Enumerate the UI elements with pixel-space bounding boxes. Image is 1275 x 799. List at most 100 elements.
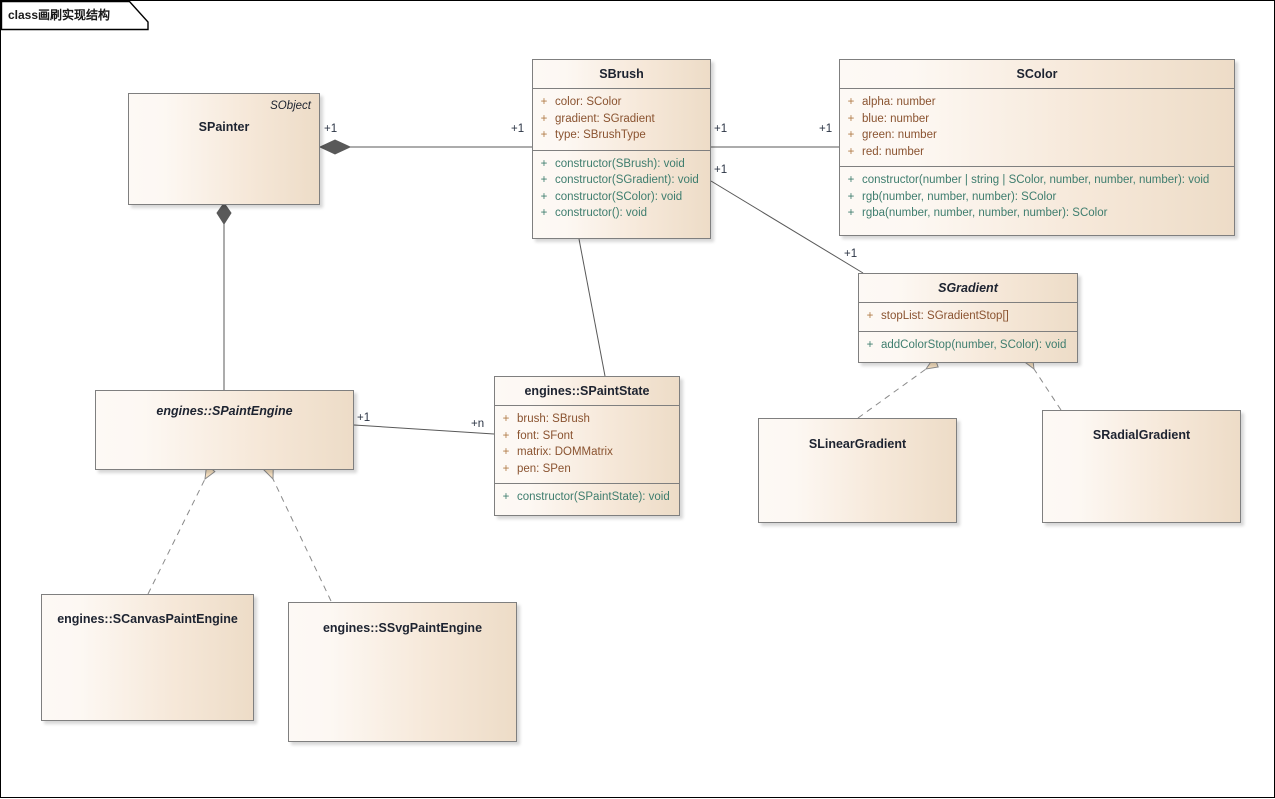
visibility-marker: + (847, 145, 855, 158)
link-canvas-engine (147, 479, 205, 595)
class-header-spaintstate: engines::SPaintState (495, 377, 679, 406)
attribute-row: + blue: number (840, 111, 1234, 128)
class-header-scolor: SColor (840, 60, 1234, 89)
class-box-spainter[interactable]: SPainter SObject (128, 93, 320, 205)
attribute-row: + gradient: SGradient (533, 111, 710, 128)
visibility-marker: + (540, 174, 548, 186)
attribute-text: type: SBrushType (555, 129, 646, 141)
visibility-marker: + (847, 129, 855, 141)
class-box-spaintstate[interactable]: engines::SPaintState + brush: SBrush + f… (494, 376, 680, 516)
visibility-marker: + (866, 310, 874, 322)
class-box-spaintengine[interactable]: engines::SPaintEngine (95, 390, 354, 470)
operations-spaintstate: + constructor(SPaintState): void (495, 483, 679, 512)
class-header-spainter: SPainter SObject (129, 94, 319, 204)
class-name-spaintstate: engines::SPaintState (524, 384, 650, 398)
class-box-slineargradient[interactable]: SLinearGradient (758, 418, 957, 523)
attribute-text: color: SColor (555, 96, 622, 108)
attribute-text: alpha: number (862, 96, 936, 108)
class-header-spaintengine: engines::SPaintEngine (96, 391, 353, 469)
diagram-frame-tab: class画刷实现结构 (1, 1, 149, 31)
class-name-sgradient: SGradient (938, 281, 998, 295)
class-box-sradialgradient[interactable]: SRadialGradient (1042, 410, 1241, 523)
attribute-text: brush: SBrush (517, 413, 590, 425)
operation-text: constructor(SBrush): void (555, 157, 685, 170)
attribute-row: + type: SBrushType (533, 127, 710, 144)
class-name-spaintengine: engines::SPaintEngine (156, 404, 293, 418)
class-name-sbrush: SBrush (599, 67, 644, 81)
operation-row: + addColorStop(number, SColor): void (859, 337, 1077, 354)
operation-text: rgba(number, number, number, number): SC… (862, 207, 1108, 219)
class-box-ssvgpaintengine[interactable]: engines::SSvgPaintEngine (288, 602, 517, 742)
visibility-marker: + (847, 96, 855, 108)
visibility-marker: + (847, 190, 855, 203)
visibility-marker: + (540, 190, 548, 203)
attribute-text: font: SFont (517, 429, 574, 442)
attribute-row: + matrix: DOMMatrix (495, 444, 679, 461)
visibility-marker: + (502, 413, 510, 425)
operation-text: constructor(SPaintState): void (517, 491, 670, 503)
multiplicity-brush-painter: +1 (511, 123, 525, 135)
link-linear-gradient (857, 369, 926, 419)
attribute-text: stopList: SGradientStop[] (881, 310, 1009, 322)
operation-row: + constructor(): void (533, 205, 710, 222)
operation-row: + rgba(number, number, number, number): … (840, 205, 1234, 222)
class-box-sbrush[interactable]: SBrush + color: SColor + gradient: SGrad… (532, 59, 711, 239)
class-name-scanvaspaintengine: engines::SCanvasPaintEngine (57, 612, 238, 626)
operation-row: + constructor(SColor): void (533, 189, 710, 206)
class-header-sbrush: SBrush (533, 60, 710, 89)
class-header-scanvaspaintengine: engines::SCanvasPaintEngine (42, 595, 253, 720)
attribute-row: + color: SColor (533, 94, 710, 111)
attribute-text: matrix: DOMMatrix (517, 446, 613, 458)
attributes-scolor: + alpha: number + blue: number + green: … (840, 89, 1234, 166)
link-svg-engine (273, 479, 332, 602)
visibility-marker: + (847, 207, 855, 219)
attribute-text: green: number (862, 129, 937, 141)
operation-row: + rgb(number, number, number): SColor (840, 189, 1234, 206)
attribute-row: + red: number (840, 144, 1234, 161)
visibility-marker: + (502, 462, 510, 475)
visibility-marker: + (540, 157, 548, 170)
attribute-text: red: number (862, 145, 925, 158)
visibility-marker: + (540, 129, 548, 141)
operations-scolor: + constructor(number | string | SColor, … (840, 166, 1234, 228)
link-engine-state (353, 424, 495, 435)
operation-text: constructor(SColor): void (555, 190, 683, 203)
attributes-sgradient: + stopList: SGradientStop[] (859, 303, 1077, 331)
multiplicity-engine-state: +1 (357, 412, 371, 424)
attribute-row: + brush: SBrush (495, 411, 679, 428)
operation-text: constructor(SGradient): void (555, 174, 699, 186)
attribute-row: + alpha: number (840, 94, 1234, 111)
operation-text: rgb(number, number, number): SColor (862, 190, 1057, 203)
link-painter-engine (216, 202, 232, 390)
multiplicity-gradient-brush: +1 (844, 248, 858, 260)
operation-row: + constructor(SBrush): void (533, 156, 710, 173)
link-brush-state (578, 238, 606, 377)
attributes-sbrush: + color: SColor + gradient: SGradient + … (533, 89, 710, 150)
operation-row: + constructor(number | string | SColor, … (840, 172, 1234, 189)
operations-sgradient: + addColorStop(number, SColor): void (859, 330, 1077, 360)
visibility-marker: + (502, 491, 510, 503)
attributes-spaintstate: + brush: SBrush + font: SFont + matrix: … (495, 406, 679, 483)
diagram-title: class画刷实现结构 (8, 8, 111, 22)
class-box-scanvaspaintengine[interactable]: engines::SCanvasPaintEngine (41, 594, 254, 721)
class-header-ssvgpaintengine: engines::SSvgPaintEngine (289, 603, 516, 741)
class-name-ssvgpaintengine: engines::SSvgPaintEngine (322, 621, 483, 635)
visibility-marker: + (847, 174, 855, 186)
multiplicity-brush-color: +1 (714, 123, 728, 135)
class-header-slineargradient: SLinearGradient (759, 419, 956, 522)
operation-text: addColorStop(number, SColor): void (881, 338, 1067, 351)
attribute-text: gradient: SGradient (555, 112, 655, 125)
class-box-scolor[interactable]: SColor + alpha: number + blue: number + … (839, 59, 1235, 236)
attribute-row: + font: SFont (495, 428, 679, 445)
multiplicity-color-brush: +1 (819, 123, 833, 135)
link-brush-gradient (710, 180, 864, 274)
class-box-sgradient[interactable]: SGradient + stopList: SGradientStop[] + … (858, 273, 1078, 363)
operation-row: + constructor(SGradient): void (533, 172, 710, 189)
visibility-marker: + (540, 112, 548, 125)
attribute-text: pen: SPen (517, 462, 571, 475)
visibility-marker: + (502, 446, 510, 458)
visibility-marker: + (866, 338, 874, 351)
operation-text: constructor(number | string | SColor, nu… (862, 174, 1210, 186)
